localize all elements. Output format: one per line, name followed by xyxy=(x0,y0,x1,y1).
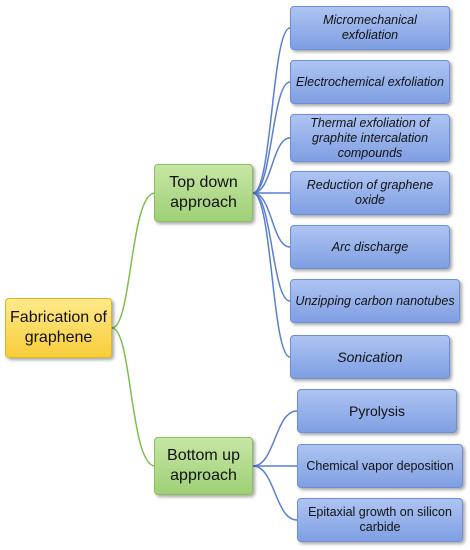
method-micromechanical-exfoliation: Micromechanical exfoliation xyxy=(290,6,450,50)
root-node-label: Fabrication of graphene xyxy=(10,309,107,346)
connector-root-to-bottom-up xyxy=(111,327,156,467)
method-sonication: Sonication xyxy=(290,335,450,379)
connector-root-to-top-down xyxy=(111,192,156,329)
connector-top-down-3 xyxy=(252,137,291,194)
bottom-up-label: Bottom up approach xyxy=(167,447,240,484)
connectors-bottom-up xyxy=(252,410,298,521)
method-thermal-exfoliation: Thermal exfoliation of graphite intercal… xyxy=(290,114,450,162)
top-down-label: Top down approach xyxy=(169,174,238,211)
method-arc-discharge: Arc discharge xyxy=(290,225,450,269)
method-unzipping-carbon-nanotubes: Unzipping carbon nanotubes xyxy=(290,279,460,323)
connector-top-down-5 xyxy=(252,192,291,248)
method-pyrolysis: Pyrolysis xyxy=(297,389,457,433)
connectors-top-down xyxy=(252,27,291,358)
root-node: Fabrication of graphene xyxy=(5,298,112,358)
connector-top-down-6 xyxy=(252,192,291,302)
connector-bottom-up-3 xyxy=(252,465,298,521)
bottom-up-node: Bottom up approach xyxy=(154,437,253,495)
method-chemical-vapor-deposition: Chemical vapor deposition xyxy=(297,444,463,488)
connector-bottom-up-1 xyxy=(252,410,298,467)
connector-top-down-7 xyxy=(252,192,291,358)
method-electrochemical-exfoliation: Electrochemical exfoliation xyxy=(290,60,450,104)
top-down-node: Top down approach xyxy=(154,164,253,222)
method-epitaxial-growth: Epitaxial growth on silicon carbide xyxy=(297,498,463,542)
connector-top-down-1 xyxy=(252,27,291,194)
method-reduction-graphene-oxide: Reduction of graphene oxide xyxy=(290,171,450,215)
connector-top-down-2 xyxy=(252,81,291,194)
